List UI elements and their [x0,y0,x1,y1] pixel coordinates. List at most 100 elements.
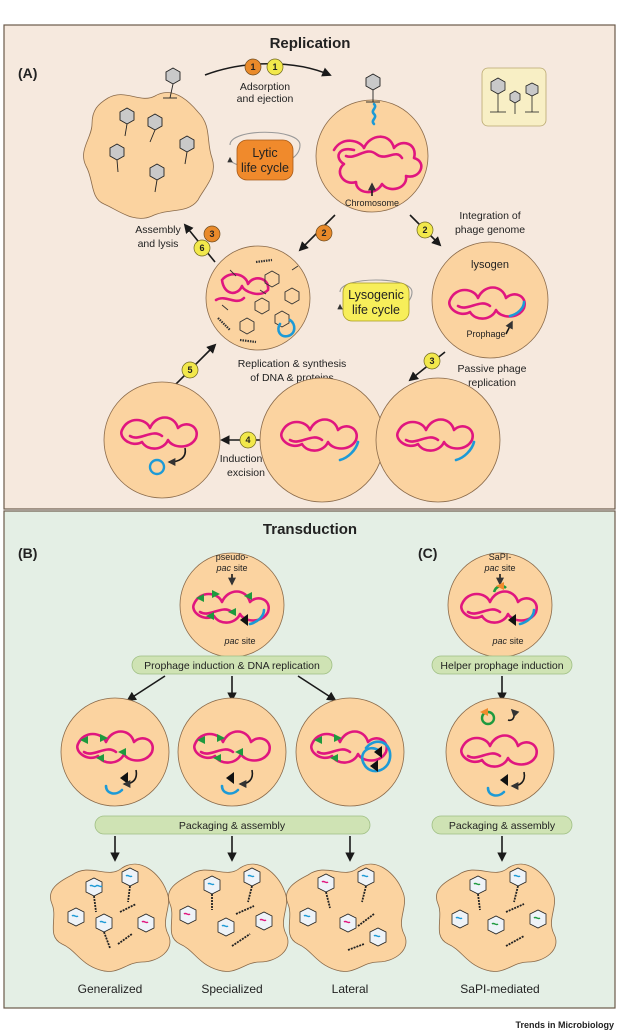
pac-site-b-suffix: site [239,636,256,646]
pseudo-pac-site: site [231,563,248,573]
generalized-pac-markers [80,734,126,762]
phage-inset-icons [490,77,539,114]
lateral-cell-chromosome [310,730,388,764]
panel-b-prophage [248,608,266,626]
step-1-orange-badge [244,58,262,76]
step-2-yellow-badge [416,221,434,239]
dividing-cell-right-prophage [454,440,476,462]
arrow-to-generalized [126,675,166,702]
excised-cell [103,381,221,499]
panel-c-excised-pac-black [500,774,508,786]
replicating-cell-prophage-circle [277,318,296,338]
lysogenic-cycle-label-line2: life cycle [352,303,400,317]
journal-footer: Trends in Microbiology [515,1020,614,1030]
pseudo-pac-label-line2: pac site [215,563,247,573]
sapi-pac-site: site [499,563,516,573]
dividing-cell-left-chromosome [280,418,358,452]
lateral-prophage-loop [360,740,392,773]
step-1-orange-label: 1 [250,62,255,72]
lysogen-chromosome [448,286,526,320]
induction-label-line2: excision [227,467,265,479]
passive-label-line1: Passive phage [458,363,527,375]
induction-label-line1: Induction & [220,453,273,465]
step-3-orange-badge [203,225,221,243]
panel-c-pac-black [508,614,516,626]
caption-sapi-mediated: SaPI-mediated [460,982,539,996]
lysed-cell-top-left [83,92,214,219]
helper-induction-pill [431,655,573,675]
excised-cell-chromosome [120,416,198,450]
packaging-pill-c [431,815,573,835]
panel-c-induced-cell [445,697,555,807]
specialized-cell-chromosome [193,730,271,764]
packaging-label-b: Packaging & assembly [179,820,286,832]
specialized-transducing-particles [179,867,273,947]
arrow-to-lateral [297,675,337,702]
specialized-pac-black [226,772,234,784]
free-phage-icon [163,67,181,99]
lysogenic-cycle-label-line1: Lysogenic [348,288,404,302]
sapi-transducing-particles [451,867,547,947]
prophage-induction-label: Prophage induction & DNA replication [144,660,320,672]
chromosome-infected [332,135,423,194]
lysogen-label: lysogen [471,259,509,271]
dividing-cell-right-chromosome [396,418,474,452]
panel-a-title: Replication [270,35,351,52]
generalized-cell-chromosome [76,730,154,764]
caption-generalized: Generalized [78,982,143,996]
lateral-transducing-particles [299,867,387,951]
lysogen-prophage-segment [508,300,526,318]
pac-site-c-suffix: site [507,636,524,646]
pac-site-label-c: pac site [491,636,523,646]
integration-label-line1: Integration of [459,210,520,222]
prophage-induction-pill [131,655,333,675]
step-5-yellow-badge [181,361,199,379]
step-5-yellow-label: 5 [187,365,192,375]
panel-c-excised-sapi-marker [480,708,488,716]
panel-c-excised-prophage [486,786,506,797]
step-1-yellow-label: 1 [272,62,277,72]
panel-c-chromosome [460,590,538,624]
helper-induction-label: Helper prophage induction [440,660,563,672]
caption-lateral: Lateral [332,982,369,996]
replicating-cell-dna [214,272,270,303]
pac-site-label-b: pac site [223,636,255,646]
lysogen-cell [431,241,549,359]
sapi-marker [496,582,504,590]
step-3-yellow-label: 3 [429,356,434,366]
step-3-yellow-badge [423,352,441,370]
passive-label-line2: replication [468,377,516,389]
pseudo-pac-italic: pac [215,563,231,573]
dividing-cell-left-prophage [338,440,360,462]
packaging-pill-b [94,815,371,835]
panel-c-prophage-curl-arrow [510,771,526,790]
step-4-yellow-badge [239,431,257,449]
replication-label-line1: Replication & synthesis [238,358,347,370]
pac-site-marker-black [240,614,248,626]
step-2-orange-label: 2 [321,228,326,238]
panel-bc-title: Transduction [263,521,357,538]
panel-a-letter: (A) [18,65,37,81]
pseudo-pac-label-line1: pseudo- [216,552,249,562]
integration-label-line2: phage genome [455,224,525,236]
infected-cell [315,99,429,213]
pac-site-c-italic: pac [491,636,507,646]
generalized-curl-arrow [122,769,138,788]
panel-c-sapi-curl-arrow [507,708,520,722]
assembly-label-line2: and lysis [138,238,179,250]
pac-site-b-italic: pac [223,636,239,646]
lytic-cycle-badge [236,139,294,181]
specialized-pac-markers [197,734,243,762]
sapi-pac-italic: pac [483,563,499,573]
phage-components [217,258,300,344]
sapi-pac-label-line2: pac site [483,563,515,573]
assembly-label-line1: Assembly [135,224,181,236]
lytic-cycle-label-line1: Lytic [252,146,277,160]
adsorption-label-line1: Adsorption [240,81,290,93]
excision-curl-arrow [167,447,187,466]
step-2-orange-badge [315,224,333,242]
step-3-orange-label: 3 [209,229,214,239]
sapi-pac-label-line1: SaPI- [489,552,512,562]
specialized-curl-arrow [238,769,254,788]
